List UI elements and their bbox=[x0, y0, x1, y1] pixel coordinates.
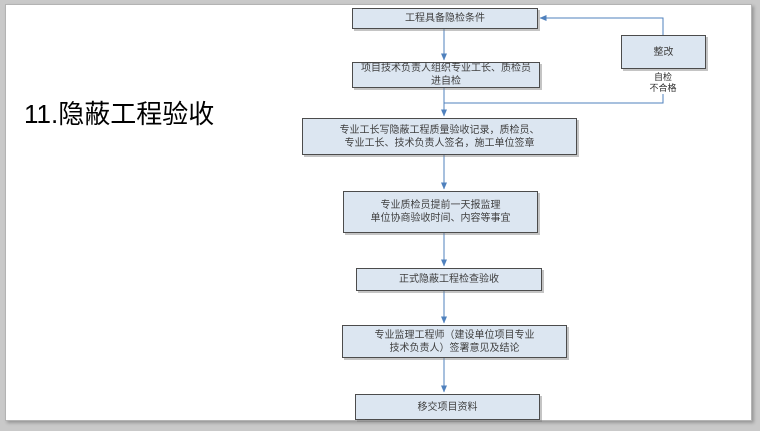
flow-node-notify-supervision: 专业质检员提前一天报监理 单位协商验收时间、内容等事宜 bbox=[343, 191, 538, 233]
flow-node-sign-opinions-label: 专业监理工程师（建设单位项目专业 技术负责人）签署意见及结论 bbox=[374, 329, 535, 354]
flow-node-start-label: 工程具备隐检条件 bbox=[405, 13, 485, 24]
flow-node-handover-documents: 移交项目资料 bbox=[355, 394, 540, 420]
slide-title: 11.隐蔽工程验收 bbox=[24, 99, 215, 129]
flow-node-self-check: 项目技术负责人组织专业工长、质检员 进自检 bbox=[352, 62, 540, 88]
flow-node-rectify: 整改 bbox=[621, 35, 706, 69]
flow-node-acceptance-record-label: 专业工长写隐蔽工程质量验收记录，质检员、 专业工长、技术负责人签名，施工单位签章 bbox=[339, 124, 540, 149]
flow-node-acceptance-record: 专业工长写隐蔽工程质量验收记录，质检员、 专业工长、技术负责人签名，施工单位签章 bbox=[302, 118, 577, 155]
flow-node-rectify-label: 整改 bbox=[653, 46, 674, 58]
flow-node-notify-supervision-label: 专业质检员提前一天报监理 单位协商验收时间、内容等事宜 bbox=[370, 200, 511, 224]
flow-node-formal-inspection: 正式隐蔽工程检查验收 bbox=[356, 268, 542, 291]
flow-node-sign-opinions: 专业监理工程师（建设单位项目专业 技术负责人）签署意见及结论 bbox=[342, 325, 567, 358]
flow-node-self-check-label: 项目技术负责人组织专业工长、质检员 进自检 bbox=[361, 63, 531, 87]
flow-node-start: 工程具备隐检条件 bbox=[352, 8, 538, 29]
branch-label-self-check-fail: 自检 不合格 bbox=[638, 72, 688, 94]
flow-node-formal-inspection-label: 正式隐蔽工程检查验收 bbox=[399, 274, 499, 285]
flow-node-handover-documents-label: 移交项目资料 bbox=[417, 401, 478, 413]
